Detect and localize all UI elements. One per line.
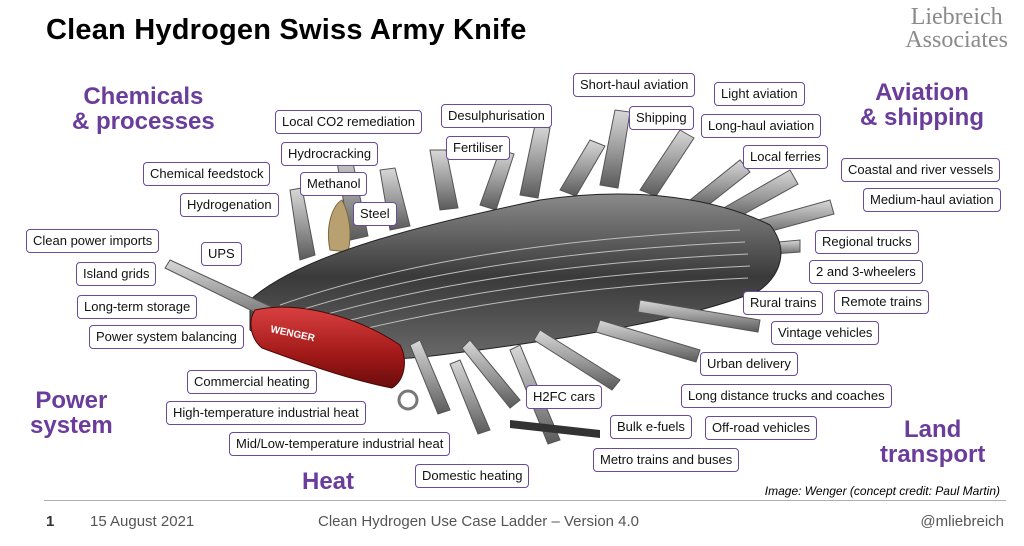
tag-commercial-heating: Commercial heating: [187, 370, 317, 394]
tag-two-three-wheelers: 2 and 3-wheelers: [809, 260, 923, 284]
tag-rural-trains: Rural trains: [743, 291, 824, 315]
category-heat: Heat: [302, 469, 354, 494]
tag-methanol: Methanol: [300, 172, 368, 196]
tag-local-ferries: Local ferries: [743, 145, 828, 169]
tag-high-temp-heat: High-temperature industrial heat: [166, 401, 366, 425]
category-aviation: Aviation & shipping: [860, 80, 984, 130]
blade-lower-5: [595, 319, 701, 363]
footer-divider: [44, 500, 1006, 501]
footer-page-number: 1: [46, 513, 55, 530]
blade-lower-8: [449, 359, 491, 435]
blade-upper-7: [559, 139, 606, 197]
tag-shipping: Shipping: [629, 106, 694, 130]
tag-hydrogenation: Hydrogenation: [180, 193, 279, 217]
blade-lower-6: [637, 299, 761, 333]
logo-line-2: Associates: [905, 27, 1008, 53]
tag-vintage-vehicles: Vintage vehicles: [771, 321, 880, 345]
tag-light-aviation: Light aviation: [714, 82, 805, 106]
tag-long-distance-trucks: Long distance trucks and coaches: [681, 384, 892, 408]
category-chemicals-line-1: Chemicals: [83, 83, 204, 110]
tag-offroad-vehicles: Off-road vehicles: [705, 416, 818, 440]
category-land-line-2: transport: [880, 441, 986, 468]
tag-fertiliser: Fertiliser: [446, 136, 510, 160]
category-chemicals: Chemicals & processes: [72, 84, 215, 134]
category-heat-line-1: Heat: [302, 468, 355, 495]
slide-title: Clean Hydrogen Swiss Army Knife: [46, 14, 527, 46]
tag-chemical-feedstock: Chemical feedstock: [143, 162, 271, 186]
tag-mid-low-temp-heat: Mid/Low-temperature industrial heat: [229, 432, 451, 456]
tag-remote-trains: Remote trains: [834, 290, 929, 314]
tag-urban-delivery: Urban delivery: [700, 352, 798, 376]
blade-lower-3: [461, 339, 521, 409]
tag-steel: Steel: [353, 202, 397, 226]
tag-metro-trains-buses: Metro trains and buses: [593, 448, 740, 472]
tag-long-haul-aviation: Long-haul aviation: [701, 114, 822, 138]
tag-ups: UPS: [201, 242, 242, 266]
tag-clean-power-imports: Clean power imports: [26, 229, 160, 253]
footer-handle: @mliebreich: [920, 513, 1004, 530]
footer-date: 15 August 2021: [90, 513, 195, 530]
tag-regional-trucks: Regional trucks: [815, 230, 919, 254]
image-credit: Image: Wenger (concept credit: Paul Mart…: [764, 484, 1000, 498]
tag-h2fc-cars: H2FC cars: [526, 385, 603, 409]
tag-coastal-river-vessels: Coastal and river vessels: [841, 158, 1001, 182]
blade-lower-2: [409, 339, 451, 415]
category-land: Land transport: [880, 417, 985, 467]
blade-upper-5: [479, 149, 515, 211]
tag-domestic-heating: Domestic heating: [415, 464, 530, 488]
tag-medium-haul-aviation: Medium-haul aviation: [863, 188, 1001, 212]
tag-hydrocracking: Hydrocracking: [281, 142, 379, 166]
liebreich-logo: Liebreich Associates: [905, 4, 1008, 53]
tag-power-system-balancing: Power system balancing: [89, 325, 244, 349]
tag-island-grids: Island grids: [76, 262, 157, 286]
category-chemicals-line-2: & processes: [72, 108, 215, 135]
footer-title: Clean Hydrogen Use Case Ladder – Version…: [318, 513, 640, 530]
blade-upper-6: [519, 124, 551, 199]
blade-upper-8: [599, 109, 631, 189]
brass-blade: [328, 199, 351, 253]
blade-upper-1: [289, 187, 316, 261]
tag-long-term-storage: Long-term storage: [77, 295, 198, 319]
category-aviation-line-1: Aviation: [875, 79, 969, 106]
tag-desulphurisation: Desulphurisation: [441, 104, 552, 128]
red-handle: [250, 306, 405, 389]
tag-local-co2-remediation: Local CO2 remediation: [275, 110, 422, 134]
blade-upper-9: [639, 129, 695, 197]
key-ring: [397, 389, 419, 411]
category-aviation-line-2: & shipping: [860, 104, 984, 131]
category-power: Power system: [30, 388, 113, 438]
logo-line-1: Liebreich: [910, 4, 1003, 30]
category-power-line-1: Power: [35, 387, 108, 414]
blade-lower-4: [533, 329, 621, 391]
category-power-line-2: system: [30, 412, 113, 439]
category-land-line-1: Land: [904, 416, 962, 443]
tag-bulk-efuels: Bulk e-fuels: [610, 415, 692, 439]
tag-short-haul-aviation: Short-haul aviation: [573, 73, 696, 97]
hex-key: [510, 420, 600, 438]
